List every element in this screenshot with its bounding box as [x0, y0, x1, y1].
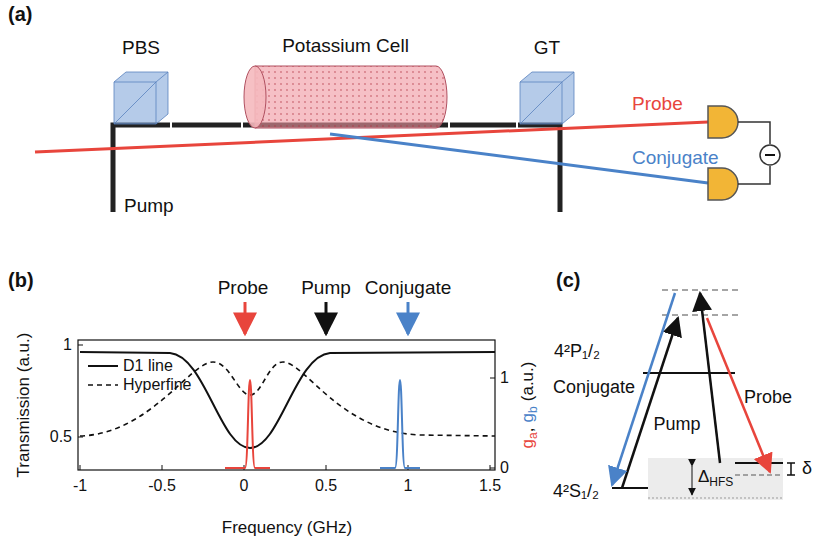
axis-title: Transmission (a.u.) [15, 333, 34, 478]
text-label: 4²P₁/₂ [554, 342, 600, 362]
text-label: Probe [744, 388, 792, 408]
text-label: 4²S₁/₂ [553, 482, 599, 502]
plot [78, 302, 495, 470]
text-label: Conjugate [365, 278, 452, 299]
symbol-label: , [518, 428, 537, 433]
cube-outline [518, 68, 576, 128]
text-label: (b) [8, 269, 34, 291]
text-label: Pump [653, 415, 700, 435]
legend-text: Hyperfine [123, 376, 191, 394]
energy-levels [612, 290, 795, 500]
node-label: GT [516, 38, 578, 59]
text-label: Conjugate [632, 148, 719, 169]
node-label: Potassium Cell [241, 36, 450, 57]
symbol-label: Δ [698, 467, 709, 486]
text-label: 0 [500, 459, 509, 477]
subscript: HFS [709, 475, 733, 489]
detectors [708, 106, 780, 200]
text-label: -0.5 [148, 477, 176, 495]
symbol-label: (a.u.) [518, 362, 537, 402]
optic-node: GT [516, 38, 578, 128]
subscript: a [526, 432, 540, 439]
text-label: Probe [632, 94, 683, 115]
text-label: (c) [556, 269, 580, 291]
symbol-label: g [518, 413, 537, 422]
legend-text: D1 line [123, 357, 173, 375]
node-label: PBS [110, 38, 172, 59]
cube-outline [112, 68, 170, 128]
text-label: (a) [8, 3, 32, 25]
text-label: 0.5 [50, 428, 72, 446]
text-label: 1 [500, 369, 509, 387]
pump-beam-segment [172, 123, 241, 128]
text-label: Frequency (GHz) [222, 519, 352, 538]
text-label: 1.5 [479, 477, 501, 495]
text-label: Probe [218, 278, 269, 299]
text-label: Pump [124, 196, 174, 217]
text-label: δ [802, 459, 812, 479]
text-label: 0 [240, 477, 249, 495]
text-label: 0.5 [315, 477, 337, 495]
subscript: b [526, 406, 540, 413]
pump-beam-segment [450, 123, 516, 128]
optic-node: Potassium Cell [241, 36, 450, 130]
optic-node: PBS [110, 38, 172, 128]
text-label: -1 [73, 477, 87, 495]
text-label: Conjugate [553, 378, 635, 398]
label-group: ΔHFS [698, 468, 733, 489]
text-label: Pump [301, 278, 351, 299]
text-label: 1 [63, 336, 72, 354]
cell-outline [243, 64, 448, 130]
label-group: ga,gb(a.u.) [519, 362, 540, 449]
symbol-label: g [518, 439, 537, 448]
text-label: 1 [404, 477, 413, 495]
